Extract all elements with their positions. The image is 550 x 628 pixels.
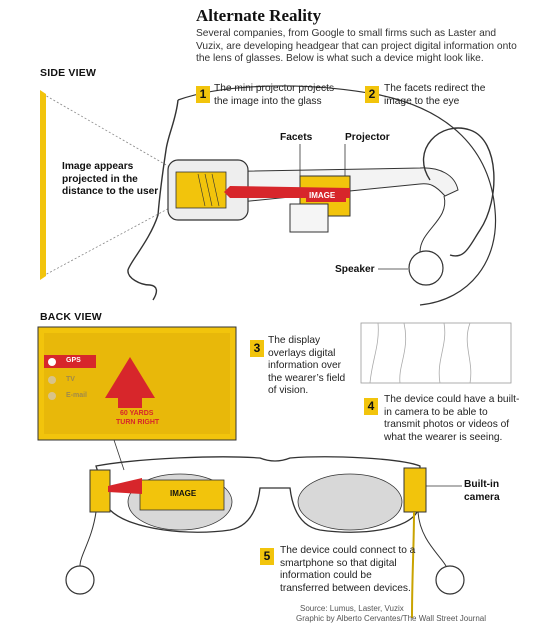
right-lens <box>297 473 403 531</box>
projection-cone <box>42 93 176 277</box>
right-earpiece <box>435 565 465 595</box>
graphic-credit: Graphic by Alberto Cervantes/The Wall St… <box>296 614 487 623</box>
left-earpiece <box>65 565 95 595</box>
hud-email: E-mail <box>66 392 88 399</box>
step-5-number: 5 <box>260 548 274 565</box>
step-5-text: The device could connect to a smartphone… <box>280 545 416 594</box>
back-image-tag: IMAGE <box>170 489 197 498</box>
tv-icon <box>48 376 56 384</box>
back-view-heading: BACK VIEW <box>40 311 102 323</box>
step-4-number: 4 <box>364 398 378 415</box>
face-profile <box>127 99 179 301</box>
facet-lines <box>197 173 220 207</box>
gps-bar <box>44 355 96 368</box>
ear <box>423 127 495 257</box>
lens-beam <box>108 478 142 494</box>
lens-block <box>175 171 227 209</box>
step-4-text: The device could have a built-in camera … <box>384 394 520 443</box>
step-3-number: 3 <box>250 340 264 357</box>
headline: Alternate Reality <box>196 6 322 25</box>
source-credit: Source: Lumus, Laster, Vuzix <box>300 604 404 613</box>
projected-image-plane <box>40 90 46 280</box>
gps-icon <box>48 358 56 366</box>
phone-cable <box>411 511 415 619</box>
hud-tv: TV <box>66 376 75 383</box>
left-ear-cable <box>79 511 97 567</box>
left-projector-block <box>89 469 111 513</box>
side-view-heading: SIDE VIEW <box>40 67 97 79</box>
email-icon <box>48 392 56 400</box>
projector-mount <box>289 203 329 233</box>
step-2-text: The facets redirect the image to the eye <box>384 83 486 107</box>
camera-view-sketch <box>369 322 472 384</box>
facets-label: Facets <box>280 132 313 143</box>
step-3-text: The display overlays digital information… <box>268 335 346 396</box>
image-tag-side <box>306 190 346 202</box>
speaker-cable <box>419 195 446 253</box>
hud-gps: GPS <box>66 357 81 364</box>
projector-label: Projector <box>345 132 390 143</box>
speaker <box>408 250 444 286</box>
hud-direction-1: 60 YARDS <box>120 410 154 417</box>
hud-leader <box>113 439 125 471</box>
step-1-text: The mini projector projects the image in… <box>214 83 335 107</box>
image-appears-label: Image appears projected in the distance … <box>62 161 159 197</box>
lens-image-bar <box>139 479 225 511</box>
camera-view-panel <box>360 322 512 384</box>
intro-text: Several companies, from Google to small … <box>196 28 517 65</box>
speaker-label: Speaker <box>335 264 375 275</box>
step-2-number: 2 <box>365 86 379 103</box>
right-camera-block <box>403 467 427 513</box>
camera-label: Built-in camera <box>464 479 500 503</box>
step-1-number: 1 <box>196 86 210 103</box>
right-ear-cable <box>417 511 447 567</box>
hud-arrow <box>105 357 155 408</box>
hud-direction-2: TURN RIGHT <box>116 419 160 426</box>
side-image-tag: IMAGE <box>309 191 336 200</box>
